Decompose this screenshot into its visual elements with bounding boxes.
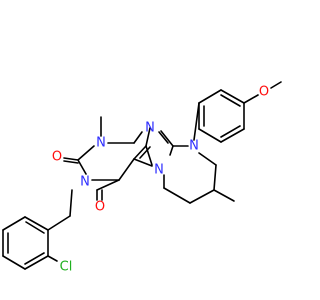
bond: [220, 125, 241, 138]
bond: [220, 89, 245, 104]
bond: [77, 145, 95, 161]
bond: [213, 164, 217, 191]
atom-cl: Cl: [60, 260, 73, 275]
atom-n-methyl: N: [96, 136, 106, 151]
bond: [189, 189, 215, 204]
bond: [198, 128, 222, 143]
bond: [63, 157, 79, 161]
atom-o-lower: O: [95, 200, 105, 215]
bond: [243, 94, 259, 104]
atom-o-upper: O: [52, 150, 62, 165]
bond: [160, 130, 174, 147]
bond: [47, 255, 58, 262]
bond: [133, 145, 147, 160]
bond: [220, 94, 241, 107]
bond: [158, 131, 169, 144]
bond: [198, 152, 217, 166]
bond: [47, 215, 71, 231]
bond: [25, 221, 45, 234]
bond: [118, 158, 135, 181]
bond: [145, 127, 151, 147]
bond: [24, 255, 49, 270]
bond: [270, 81, 282, 89]
bond: [220, 128, 245, 143]
bonds: [2, 81, 282, 270]
atom-n-imidazole: N: [145, 121, 155, 136]
bond: [213, 189, 235, 202]
bond: [2, 216, 26, 231]
bond: [77, 159, 87, 175]
atom-n-fused: N: [154, 163, 164, 178]
bond: [69, 189, 73, 217]
bond: [24, 252, 45, 265]
bond: [2, 255, 26, 270]
bond: [163, 187, 191, 204]
atom-o-methoxy: O: [259, 85, 269, 100]
atom-n-imide: N: [80, 175, 90, 190]
bond: [63, 160, 79, 164]
bond: [139, 146, 151, 159]
bond: [198, 89, 222, 104]
bond: [24, 216, 49, 231]
molecule-structure: O N N N O N N O Cl: [2, 81, 282, 275]
atom-labels: O N N N O N N O Cl: [52, 85, 269, 275]
bond: [133, 158, 153, 167]
bond: [96, 179, 120, 191]
bond: [169, 145, 174, 156]
bond: [133, 131, 143, 144]
atom-n-aryl: N: [189, 139, 199, 154]
bond: [193, 102, 200, 141]
